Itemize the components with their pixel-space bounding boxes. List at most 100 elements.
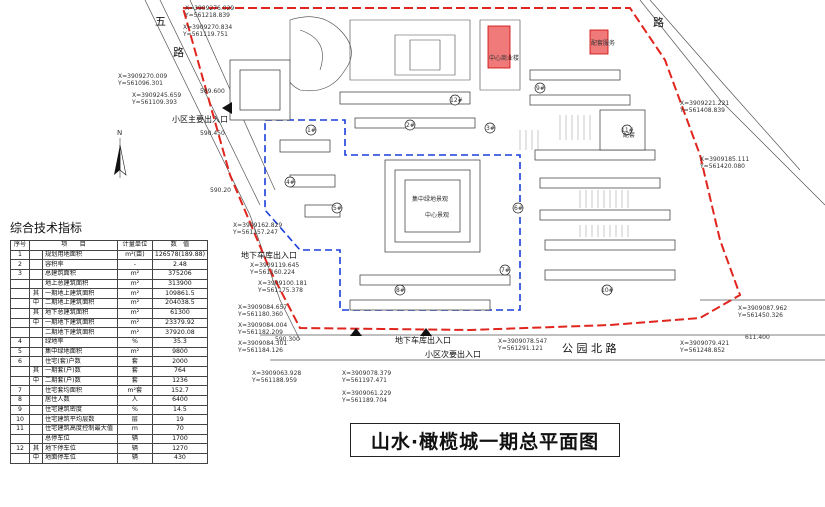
- table-cell: 容积率: [42, 259, 118, 271]
- table-cell: 152.7: [151, 385, 209, 396]
- table-cell: m²: [116, 278, 153, 290]
- coord-label: X=3909270.009: [118, 73, 168, 80]
- table-cell: 二期地上建筑面积: [42, 298, 118, 309]
- coord-label: X=3909276.029: [185, 5, 235, 12]
- central-plaza: [384, 159, 481, 253]
- table-cell: 地面停车位: [42, 453, 118, 464]
- coord-label: X=3909084.657: [238, 304, 288, 311]
- site-boundary: [181, 7, 742, 332]
- table-cell: [29, 346, 43, 358]
- coord-label: X=3909084.301: [238, 340, 288, 347]
- table-cell: 绿地率: [42, 336, 118, 348]
- coord-label: Y=561291.121: [498, 345, 543, 352]
- table-cell: [29, 433, 43, 445]
- road-name-lu-right: 路: [653, 16, 664, 29]
- table-header-row: 序号 项 目 计量单位 数 值: [10, 240, 209, 251]
- building-number: 8#: [396, 287, 405, 294]
- table-cell: m²: [116, 317, 153, 329]
- table-cell: [29, 259, 43, 271]
- table-cell: 层: [116, 414, 153, 426]
- coord-label: X=3909245.659: [132, 92, 182, 99]
- table-cell: [29, 269, 43, 280]
- coord-label: Y=561157.247: [233, 229, 278, 236]
- table-cell: [10, 453, 30, 464]
- table-cell: 1: [10, 249, 30, 261]
- table-cell: 套: [116, 375, 153, 387]
- table-cell: 套: [116, 356, 153, 367]
- road-name-gongyuan-north: 公 园 北 路: [562, 342, 617, 355]
- table-cell: [29, 327, 43, 338]
- center-building-label: 集中绿地景观: [412, 196, 449, 203]
- elevation-label: 590.450: [200, 130, 225, 137]
- coord-label: Y=561450.326: [738, 312, 783, 319]
- table-cell: [29, 278, 43, 290]
- building-number: 11#: [621, 127, 634, 134]
- table-cell: m²: [116, 288, 153, 300]
- elevation-label: 611.400: [745, 334, 770, 341]
- table-cell: 14.5: [151, 404, 209, 416]
- coord-label: Y=561182.209: [238, 329, 283, 336]
- table-cell: 1700: [151, 433, 209, 445]
- table-cell: 辆: [116, 443, 153, 455]
- table-cell: %: [116, 336, 153, 348]
- table-cell: 中: [29, 317, 43, 329]
- coord-label: X=3909087.962: [738, 305, 788, 312]
- secondary-entrance-label: 小区次要出入口: [425, 350, 481, 359]
- table-cell: 地下停车位: [42, 443, 118, 455]
- coord-label: X=3909185.111: [700, 156, 750, 163]
- table-cell: 37920.08: [151, 327, 209, 338]
- garden-area: [286, 16, 521, 92]
- table-cell: 一期地上建筑面积: [42, 288, 118, 300]
- table-cell: 35.3: [151, 336, 209, 348]
- coord-label: X=3909078.547: [498, 338, 548, 345]
- coord-label: Y=561408.839: [680, 107, 725, 114]
- table-cell: 中: [29, 375, 43, 387]
- table-cell: m²套: [116, 385, 153, 396]
- table-cell: 地下总建筑面积: [42, 307, 118, 319]
- coord-label: X=3909084.004: [238, 322, 288, 329]
- table-cell: 其: [29, 443, 43, 455]
- residential-buildings: [229, 59, 676, 311]
- table-cell: 住宅套均面积: [42, 385, 118, 396]
- table-cell: [29, 395, 43, 406]
- road-name-lu: 路: [173, 46, 184, 59]
- table-cell: [29, 424, 43, 435]
- coord-label: X=3909079.421: [680, 340, 730, 347]
- coord-label: Y=561420.080: [700, 163, 745, 170]
- table-cell: [29, 414, 43, 426]
- table-cell: 居住人数: [42, 395, 118, 406]
- table-cell: 总建筑面积: [42, 269, 118, 280]
- building-number: 3#: [486, 125, 495, 132]
- table-cell: 1236: [151, 375, 209, 387]
- coord-label: Y=561197.471: [342, 377, 387, 384]
- coord-label: X=3909221.221: [680, 100, 730, 107]
- table-cell: 6400: [151, 395, 209, 406]
- table-cell: [10, 375, 30, 387]
- coord-label: Y=561184.126: [238, 347, 283, 354]
- table-cell: 住宅建筑平均层数: [42, 414, 118, 426]
- table-cell: 9800: [151, 346, 209, 358]
- building-number: 10#: [601, 287, 614, 294]
- table-cell: 地上总建筑面积: [42, 278, 118, 290]
- table-cell: [29, 404, 43, 416]
- table-cell: m²: [116, 298, 153, 309]
- table-cell: 10: [10, 414, 30, 426]
- table-cell: 8: [10, 395, 30, 406]
- table-cell: 6: [10, 356, 30, 367]
- center-plaza-label: 中心景观: [425, 212, 450, 219]
- building-number: 6#: [514, 205, 523, 212]
- elevation-label: 590.300: [275, 336, 300, 343]
- table-cell: 套: [116, 365, 153, 377]
- table-cell: [29, 336, 43, 348]
- coord-label: Y=561160.224: [250, 269, 295, 276]
- coord-label: Y=561248.852: [680, 347, 725, 354]
